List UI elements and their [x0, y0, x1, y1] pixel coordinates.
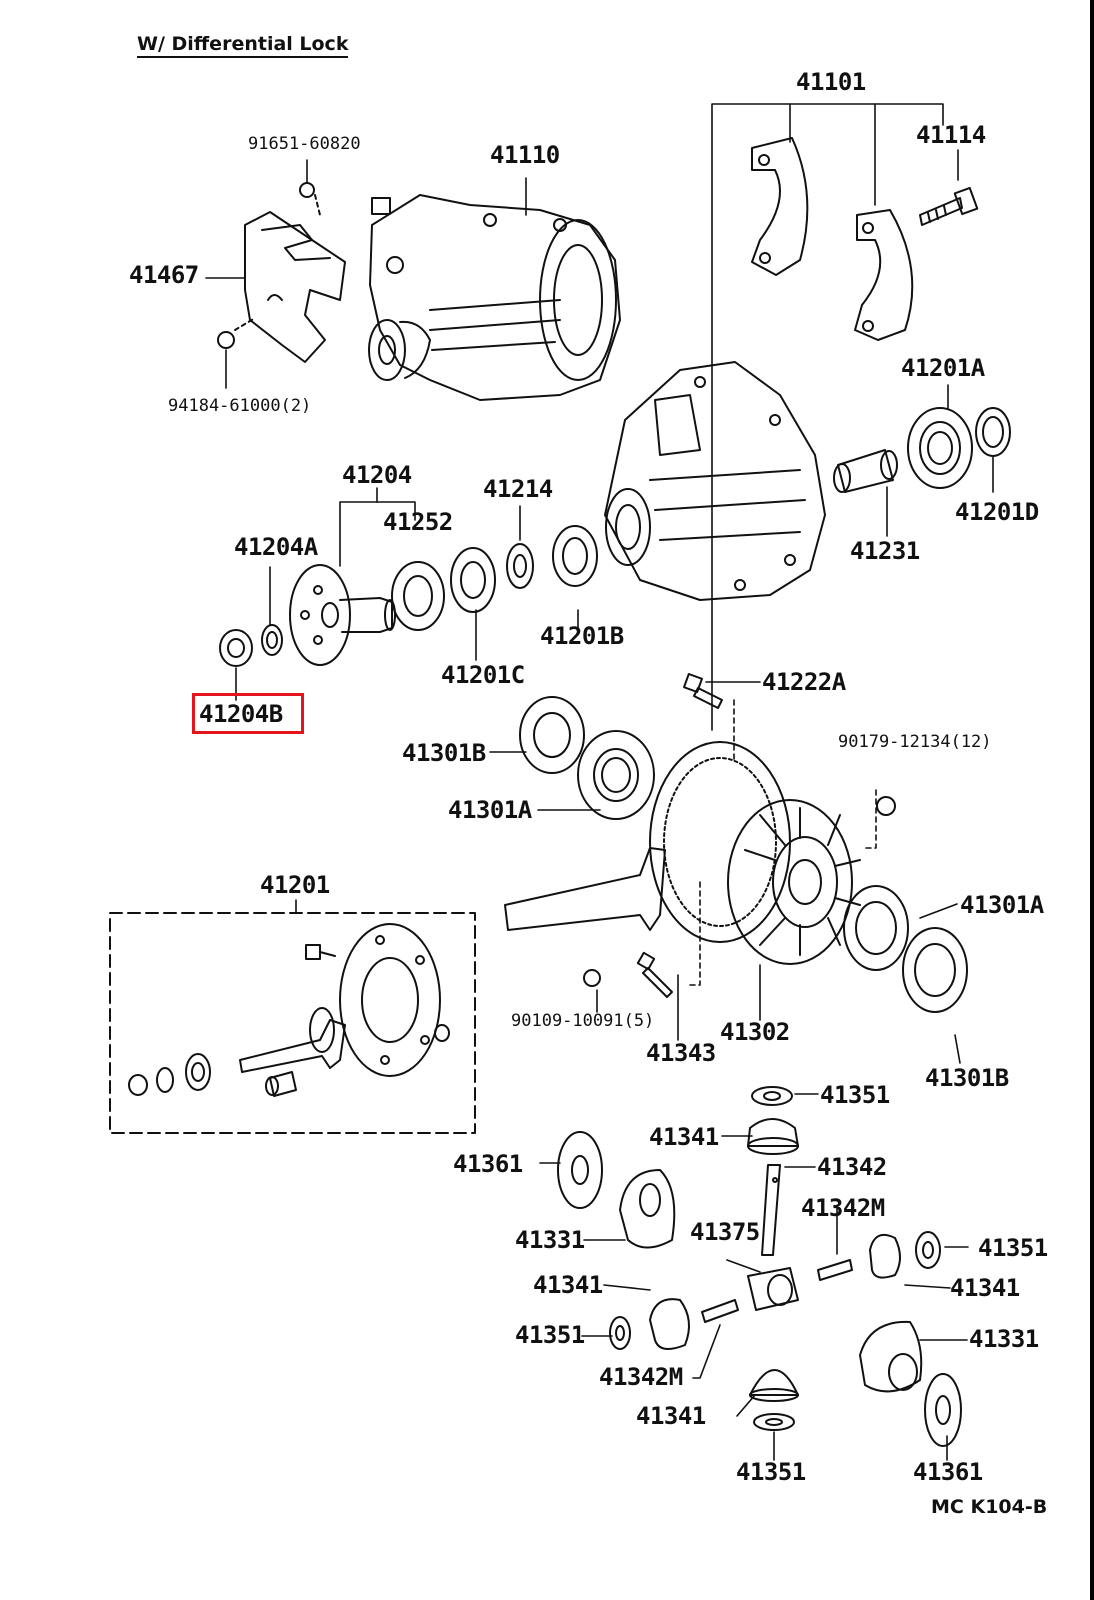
diagram-code: MC K104-B — [931, 1496, 1048, 1518]
part-label-41342m-left[interactable]: 41342M — [599, 1363, 683, 1391]
differential-gear-set — [557, 1086, 962, 1447]
bolt-41114 — [919, 186, 979, 226]
part-label-41343[interactable]: 41343 — [646, 1039, 716, 1067]
part-label-41341-bottom[interactable]: 41341 — [636, 1402, 706, 1430]
part-label-90179-12134[interactable]: 90179-12134(12) — [838, 732, 992, 752]
part-label-41301b-lower[interactable]: 41301B — [925, 1064, 1009, 1092]
part-label-41201b[interactable]: 41201B — [540, 622, 624, 650]
part-label-41201a[interactable]: 41201A — [901, 354, 985, 382]
part-label-91651-60820[interactable]: 91651-60820 — [248, 134, 361, 154]
bracket-41467 — [217, 182, 346, 363]
diagram-title: W/ Differential Lock — [137, 33, 349, 58]
part-label-41342m-right[interactable]: 41342M — [801, 1194, 885, 1222]
part-label-41301a-upper[interactable]: 41301A — [448, 796, 532, 824]
kit-41201 — [109, 912, 476, 1134]
bolt-41222a — [683, 673, 723, 709]
part-label-41331-left[interactable]: 41331 — [515, 1226, 585, 1254]
part-label-41101[interactable]: 41101 — [796, 68, 866, 96]
companion-flange — [219, 525, 598, 667]
carrier-assembly — [368, 194, 621, 401]
part-label-41361-right[interactable]: 41361 — [913, 1458, 983, 1486]
side-bearing-upper — [519, 696, 896, 820]
ring-gear-diff-case — [504, 741, 968, 1013]
pinion-bearing-right — [833, 407, 1011, 493]
part-label-41201d[interactable]: 41201D — [955, 498, 1039, 526]
part-label-41375[interactable]: 41375 — [690, 1218, 760, 1246]
part-label-94184-61000[interactable]: 94184-61000(2) — [168, 396, 312, 416]
part-label-41222a[interactable]: 41222A — [762, 668, 846, 696]
part-label-41214[interactable]: 41214 — [483, 475, 553, 503]
part-label-41201[interactable]: 41201 — [260, 871, 330, 899]
part-label-41331-right[interactable]: 41331 — [969, 1325, 1039, 1353]
part-label-41467[interactable]: 41467 — [129, 261, 199, 289]
part-label-41301a-right[interactable]: 41301A — [960, 891, 1044, 919]
part-label-41342[interactable]: 41342 — [817, 1153, 887, 1181]
part-label-41114[interactable]: 41114 — [916, 121, 986, 149]
part-label-41361-left[interactable]: 41361 — [453, 1150, 523, 1178]
bearing-caps — [751, 137, 914, 341]
leader-lines — [205, 103, 994, 1461]
part-label-41341-left[interactable]: 41341 — [533, 1271, 603, 1299]
part-label-41302[interactable]: 41302 — [720, 1018, 790, 1046]
part-label-41351-bottom[interactable]: 41351 — [736, 1458, 806, 1486]
differential-carrier — [604, 361, 826, 601]
part-label-41351-top[interactable]: 41351 — [820, 1081, 890, 1109]
part-label-41351-right[interactable]: 41351 — [978, 1234, 1048, 1262]
part-label-41301b-upper[interactable]: 41301B — [402, 739, 486, 767]
part-label-41201c[interactable]: 41201C — [441, 661, 525, 689]
part-label-41110[interactable]: 41110 — [490, 141, 560, 169]
part-label-41341-top[interactable]: 41341 — [649, 1123, 719, 1151]
part-label-41204a[interactable]: 41204A — [234, 533, 318, 561]
part-label-90109-10091[interactable]: 90109-10091(5) — [511, 1011, 655, 1031]
part-label-41341-right[interactable]: 41341 — [950, 1274, 1020, 1302]
part-label-41252[interactable]: 41252 — [383, 508, 453, 536]
scan-edge-border — [1090, 0, 1094, 1600]
part-label-41231[interactable]: 41231 — [850, 537, 920, 565]
part-label-41351-left[interactable]: 41351 — [515, 1321, 585, 1349]
part-label-41204[interactable]: 41204 — [342, 461, 412, 489]
selected-part-highlight[interactable] — [192, 693, 304, 734]
part-label-41204b[interactable]: 41204B — [199, 700, 283, 728]
